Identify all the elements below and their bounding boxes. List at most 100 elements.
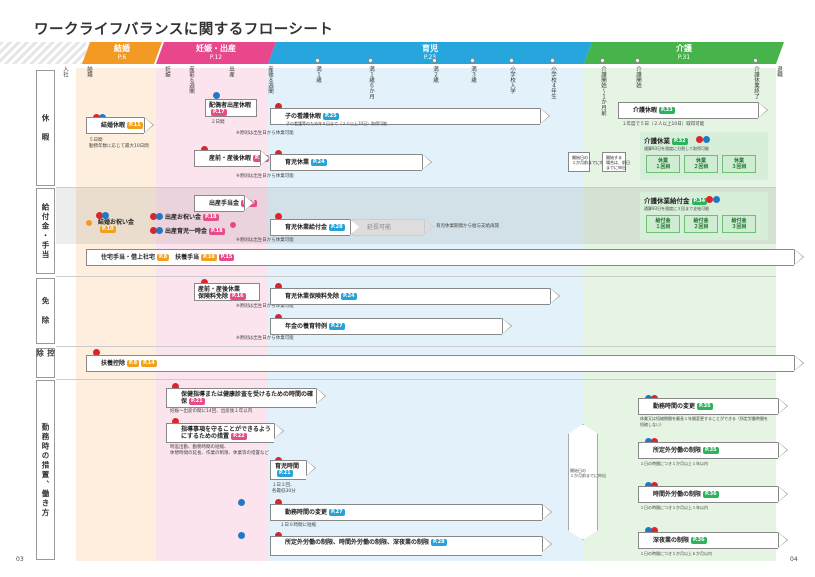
page-number-left: 03 xyxy=(16,556,24,563)
info-icon xyxy=(651,482,658,489)
kaigo-kyufu-note: 通算93日を限度に３回まで支給可能 xyxy=(644,206,710,211)
event-y1: 満１歳 xyxy=(315,66,321,83)
shussan-dot xyxy=(230,222,236,228)
timeline-dot xyxy=(470,58,475,63)
info-icon xyxy=(275,213,282,220)
info-icon xyxy=(275,150,282,157)
info-icon xyxy=(651,438,658,445)
kaigo-mae-box: 開始日の １か月前までに申出 xyxy=(568,152,608,172)
zone-kekkon xyxy=(76,68,156,561)
info-icon xyxy=(150,227,157,234)
info-icon xyxy=(706,196,713,203)
info-icon xyxy=(703,136,710,143)
page-number-right: 04 xyxy=(790,556,798,563)
timeline-dot xyxy=(753,58,758,63)
haigusha-box[interactable]: 配偶者出産休暇P.17 xyxy=(205,99,257,117)
info-icon xyxy=(150,213,157,220)
kaigo-jikangai-note: １日の時間につき１か月以上１年以内 xyxy=(640,505,708,510)
kaigo-kyuka-note: １年度で５日（２人以上10日）取得可能 xyxy=(622,122,705,127)
timeline-dot xyxy=(315,58,320,63)
kekkon-iwai-dot xyxy=(86,220,92,226)
kaigo-mae2-box: 開始する 場合は、前日 までに申出 xyxy=(602,152,630,172)
ikuji-jikan-arrow[interactable]: 育児時間P.21 xyxy=(270,460,316,480)
event-ninshin: 妊娠 xyxy=(164,66,170,77)
info-icon xyxy=(172,383,179,390)
band-hatch xyxy=(0,42,86,64)
ikuji-note-5: ※原則は出生日から休業可能 xyxy=(236,336,294,341)
kaigo-kinmu-mae-text: 開始日の １か月前までに申出 xyxy=(570,468,606,478)
info-icon xyxy=(238,499,245,506)
info-icon xyxy=(201,279,208,286)
timeline-dot xyxy=(432,58,437,63)
info-icon xyxy=(275,103,282,110)
info-icon xyxy=(102,212,109,219)
event-y3: 満３歳 xyxy=(470,66,476,83)
timeline-dot xyxy=(550,58,555,63)
event-taishoku: 退職 xyxy=(776,66,782,77)
kaigo-kyufu-3: 給付金 ３回目 xyxy=(722,215,756,233)
event-shussan: 出産 xyxy=(228,66,234,77)
kaigo-kyugyo-2: 休業 ２回目 xyxy=(684,155,718,173)
ikuji-note-2: ※原則は出生日から休業可能 xyxy=(236,174,294,179)
timeline-dot xyxy=(509,58,514,63)
row-divider xyxy=(56,346,776,347)
kaigo-kyufu-2: 給付金 ２回目 xyxy=(684,215,718,233)
event-shogaku: 小学校入学 xyxy=(509,66,515,94)
event-kaigo-end: 介護休業終了 xyxy=(753,66,759,99)
kekkon-kyuka-note: ５日間 勤務年数に応じて最大10日間 xyxy=(89,138,149,149)
zone-ninshin xyxy=(156,68,268,561)
row-divider xyxy=(56,187,776,188)
info-icon xyxy=(275,532,282,539)
page-title: ワークライフバランスに関するフローシート xyxy=(34,22,334,38)
info-icon xyxy=(713,196,720,203)
enchou-arrow: 延長可能 xyxy=(352,219,434,236)
info-icon xyxy=(651,527,658,534)
kaigo-shotei-note: １日の時間につき１か月以上１年以内 xyxy=(640,461,708,466)
ikuji-note-4: ※原則は出生日から休業可能 xyxy=(236,304,294,309)
kaigo-kyugyo-1: 休業 １回目 xyxy=(646,155,680,173)
info-icon xyxy=(156,213,163,220)
timeline-dot xyxy=(600,58,605,63)
info-icon xyxy=(238,532,245,539)
kaigo-kinmu-note: 休業又は短縮期間を最長１年間変更することができる（所定労働時間を短縮しない） xyxy=(640,416,768,427)
row-label-kojo: 控 除 xyxy=(36,348,56,378)
event-y1h: 満１歳６か月 xyxy=(368,66,374,99)
ikuji-jikan-note: １日２回、 各最低30分 xyxy=(272,483,296,494)
info-icon xyxy=(645,482,652,489)
row-divider xyxy=(56,276,776,277)
zone-ikuji xyxy=(268,68,584,561)
ikuji-note: ※原則は出生日から休業可能 xyxy=(236,131,294,136)
row-label-kyufu: 給付金・手当 xyxy=(36,188,55,274)
haigusha-note: ２日間 xyxy=(211,120,225,125)
kaigo-kyugyo-note: 通算93日を限度に分割して取得可能 xyxy=(644,146,709,151)
ikuji-kyufu-note: 育児休業期間から給与支給再開 xyxy=(436,224,499,229)
